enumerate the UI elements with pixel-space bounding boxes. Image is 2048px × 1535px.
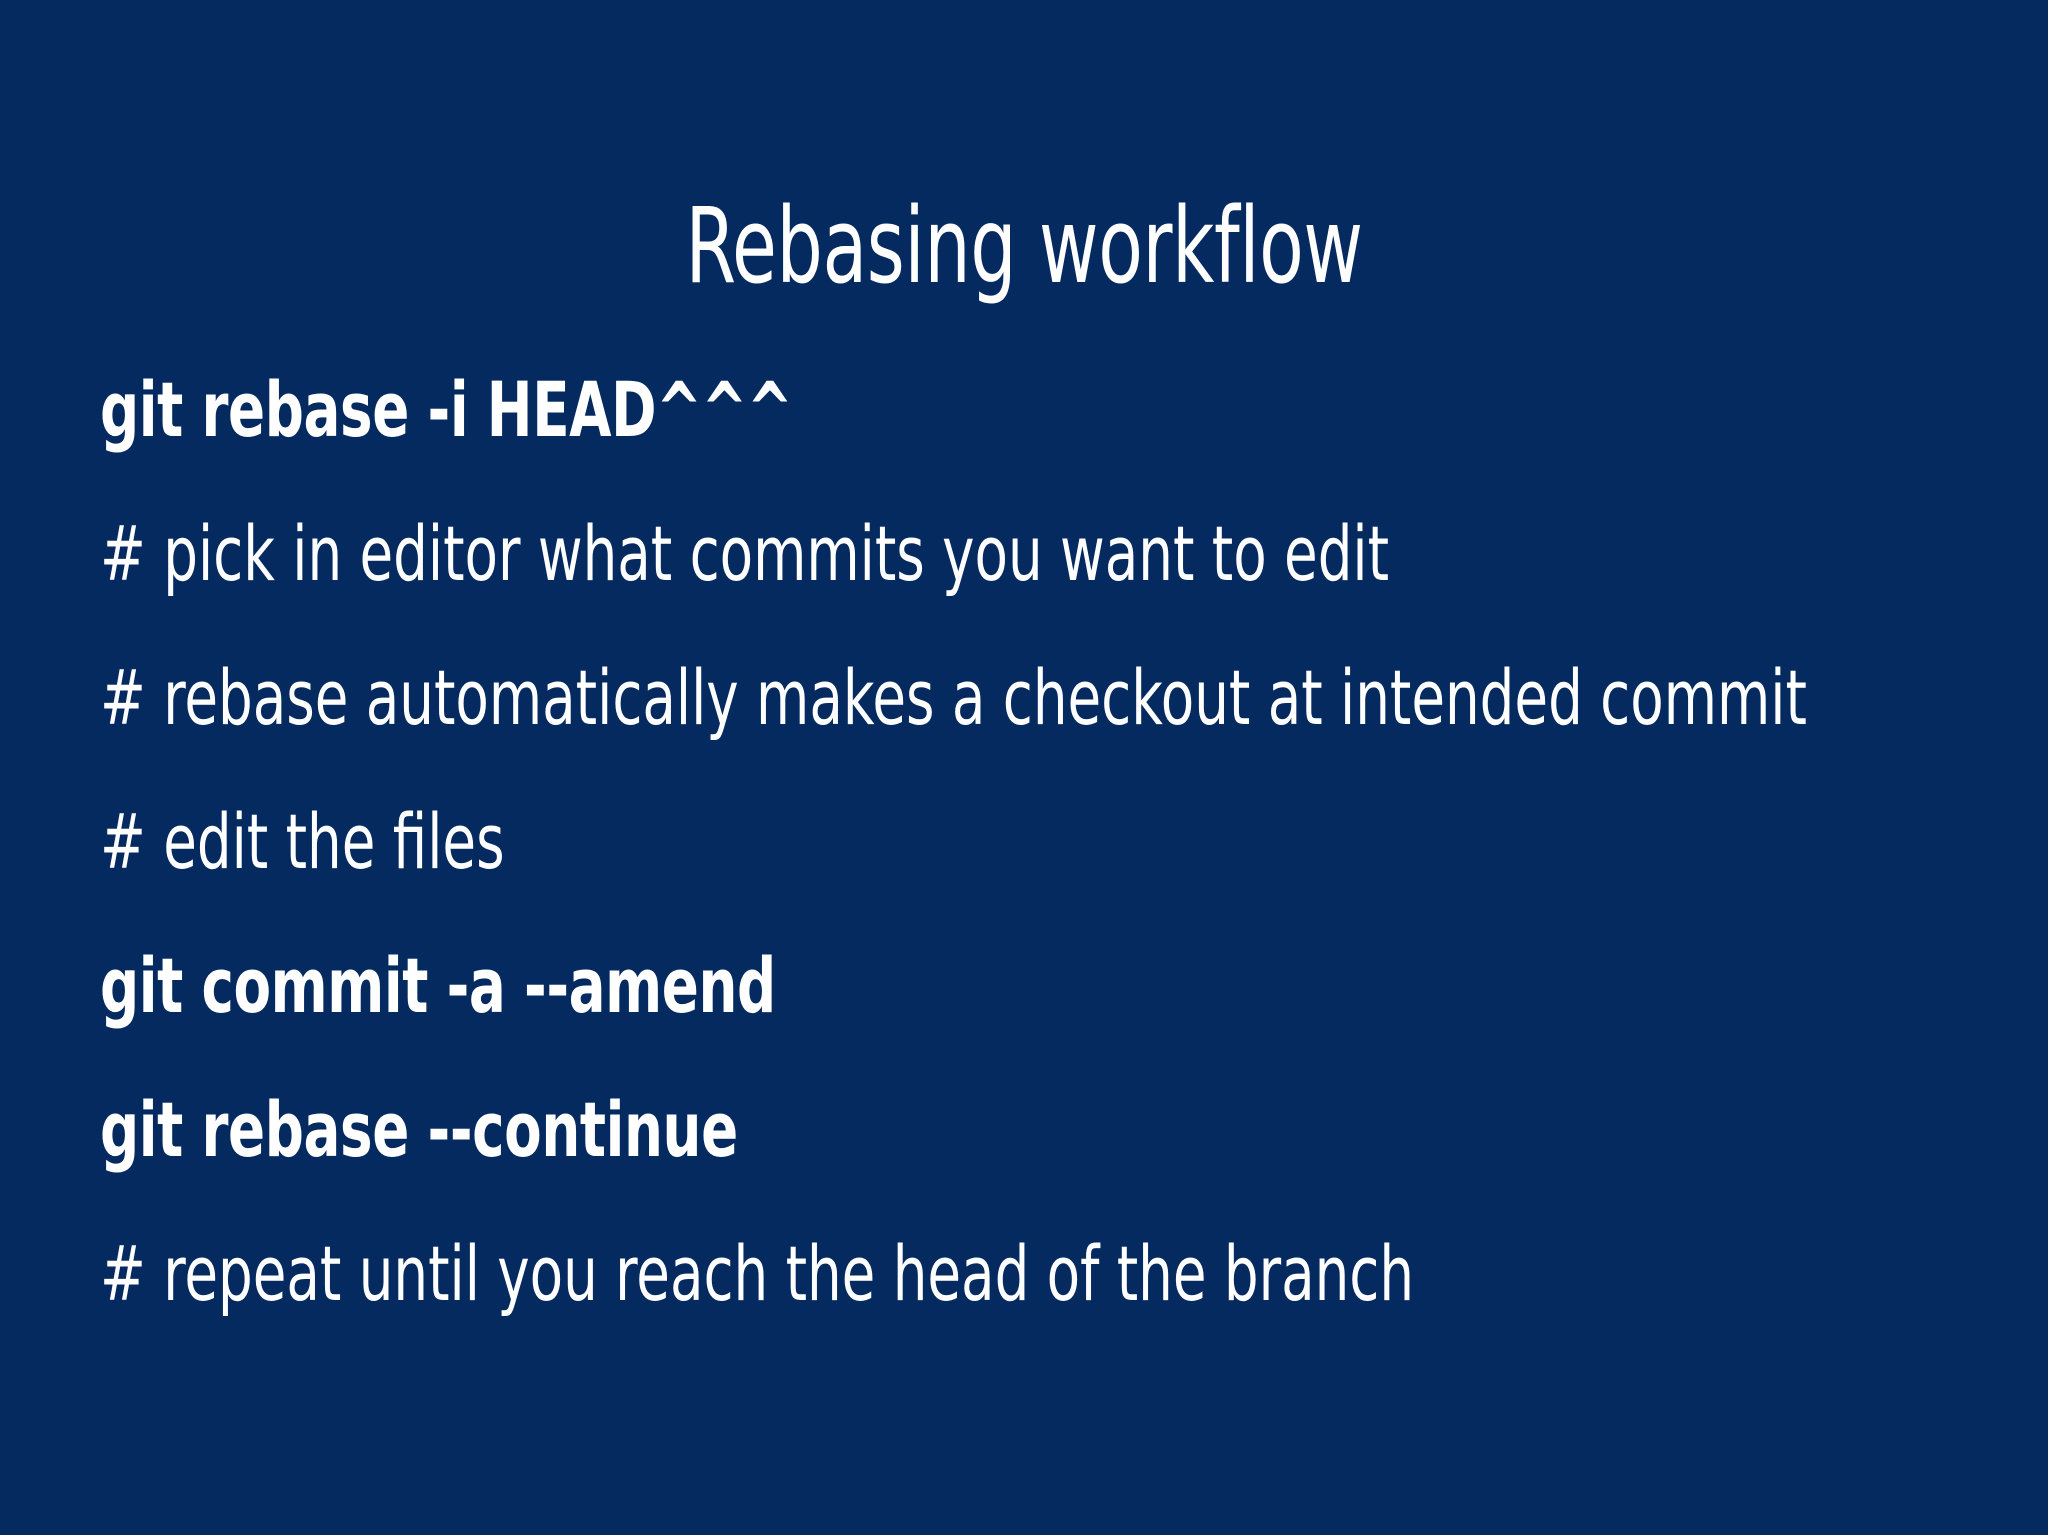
comment-line-repeat-until-head: # repeat until you reach the head of the… [100, 1229, 1415, 1318]
comment-line-pick-in-editor: # pick in editor what commits you want t… [100, 509, 1390, 598]
command-line-commit-amend: git commit -a --amend [100, 941, 776, 1030]
page-title: Rebasing workflow [685, 184, 1363, 307]
slide-body: git rebase -i HEAD^^^ # pick in editor w… [100, 362, 2000, 1322]
command-line-rebase-interactive: git rebase -i HEAD^^^ [100, 365, 793, 454]
comment-line-rebase-checkout: # rebase automatically makes a checkout … [100, 653, 1807, 742]
command-line-rebase-continue: git rebase --continue [100, 1085, 738, 1174]
comment-line-edit-the-files: # edit the files [100, 797, 505, 886]
